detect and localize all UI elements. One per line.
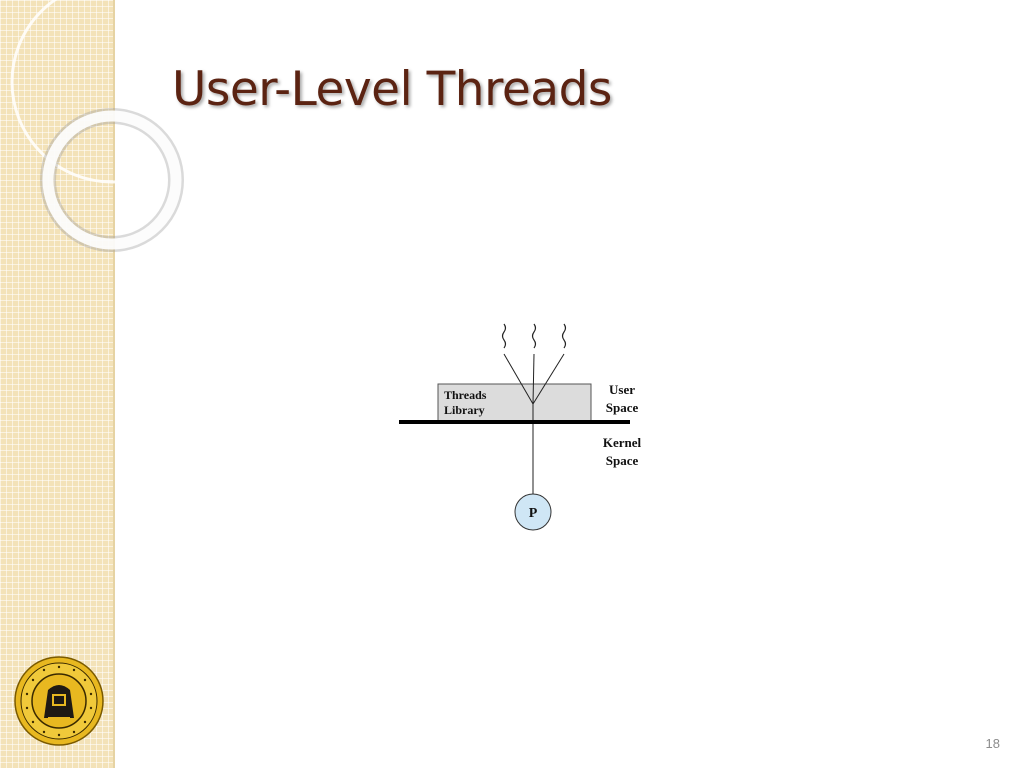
thread-line-2 bbox=[532, 353, 535, 405]
process-circle bbox=[514, 493, 552, 531]
threads-library-label-1: Threads bbox=[444, 388, 487, 402]
sidebar-edge bbox=[113, 0, 115, 768]
thread-squiggle-1 bbox=[501, 323, 507, 349]
sidebar-pattern bbox=[0, 0, 113, 768]
page-number: 18 bbox=[985, 736, 1000, 751]
institution-seal-icon bbox=[14, 656, 104, 746]
ring-large bbox=[10, 0, 200, 184]
thread-line-3 bbox=[532, 353, 565, 405]
threads-library-label-2: Library bbox=[444, 403, 485, 417]
thread-line-1 bbox=[503, 353, 534, 405]
thread-squiggle-2 bbox=[531, 323, 537, 349]
decorative-rings bbox=[10, 0, 200, 252]
user-space-label-1: User bbox=[609, 382, 635, 397]
kernel-space-label-2: Space bbox=[606, 453, 639, 468]
slide-title: User-Level Threads bbox=[172, 62, 612, 117]
user-level-threads-diagram: Threads Library User Space Kernel Space … bbox=[399, 323, 642, 531]
process-label: P bbox=[529, 506, 538, 521]
kernel-space-label-1: Kernel bbox=[603, 435, 642, 450]
ring-small bbox=[42, 110, 182, 250]
user-space-label-2: Space bbox=[606, 400, 639, 415]
thread-squiggle-3 bbox=[561, 323, 567, 349]
